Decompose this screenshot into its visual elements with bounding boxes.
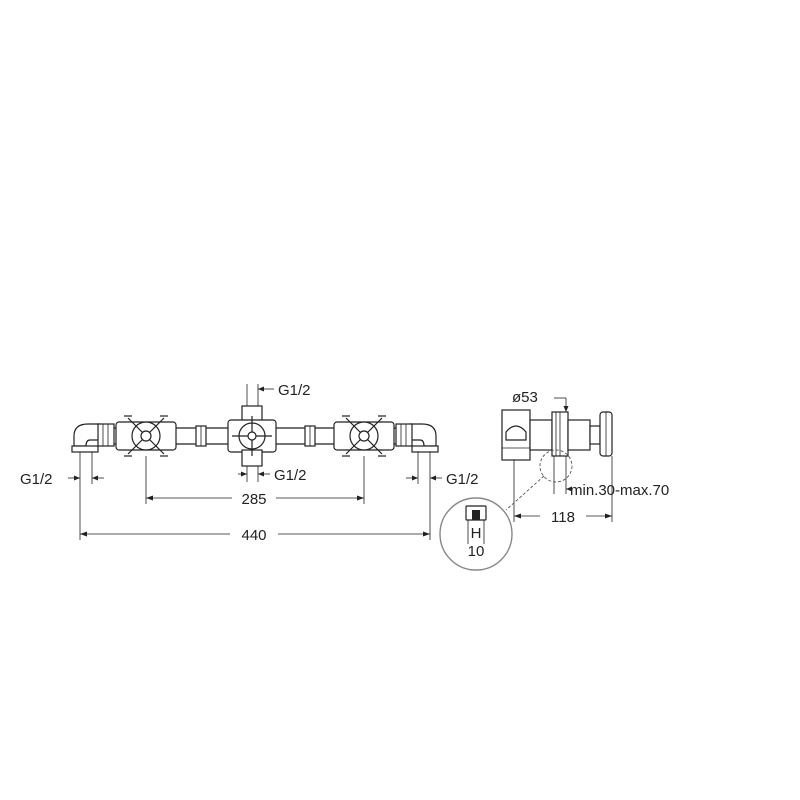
detail-callout-marker bbox=[539, 449, 573, 483]
side-view: ø53 min.30-max.70 118 bbox=[501, 389, 669, 526]
dim-440 bbox=[80, 531, 430, 537]
dim-top-center bbox=[246, 384, 274, 406]
detail-view: H 10 bbox=[439, 497, 513, 571]
front-view: G1/2 G1/2 G1/2 bbox=[20, 382, 479, 544]
dim-right bbox=[406, 452, 442, 540]
left-valve-handle bbox=[115, 415, 177, 457]
dim-diameter-label: ø53 bbox=[512, 389, 538, 406]
detail-label-h: H bbox=[471, 525, 482, 542]
dim-440-label: 440 bbox=[241, 527, 266, 544]
dim-285-label: 285 bbox=[241, 491, 266, 508]
right-valve-handle bbox=[333, 415, 395, 457]
detail-label-10: 10 bbox=[468, 543, 485, 560]
dim-285 bbox=[145, 456, 365, 504]
dim-bottom-center bbox=[238, 466, 270, 482]
right-elbow bbox=[395, 423, 439, 453]
center-diverter bbox=[227, 405, 277, 467]
dim-right-label: G1/2 bbox=[446, 471, 479, 488]
dim-bottom-center-label: G1/2 bbox=[274, 467, 307, 484]
detail-leader-line bbox=[505, 475, 545, 511]
dim-left-label: G1/2 bbox=[20, 471, 53, 488]
dim-depth-label: min.30-max.70 bbox=[570, 482, 669, 499]
dim-top-center-label: G1/2 bbox=[278, 382, 311, 399]
left-elbow bbox=[71, 423, 115, 453]
dim-left bbox=[68, 452, 104, 540]
dim-118-label: 118 bbox=[551, 509, 575, 526]
